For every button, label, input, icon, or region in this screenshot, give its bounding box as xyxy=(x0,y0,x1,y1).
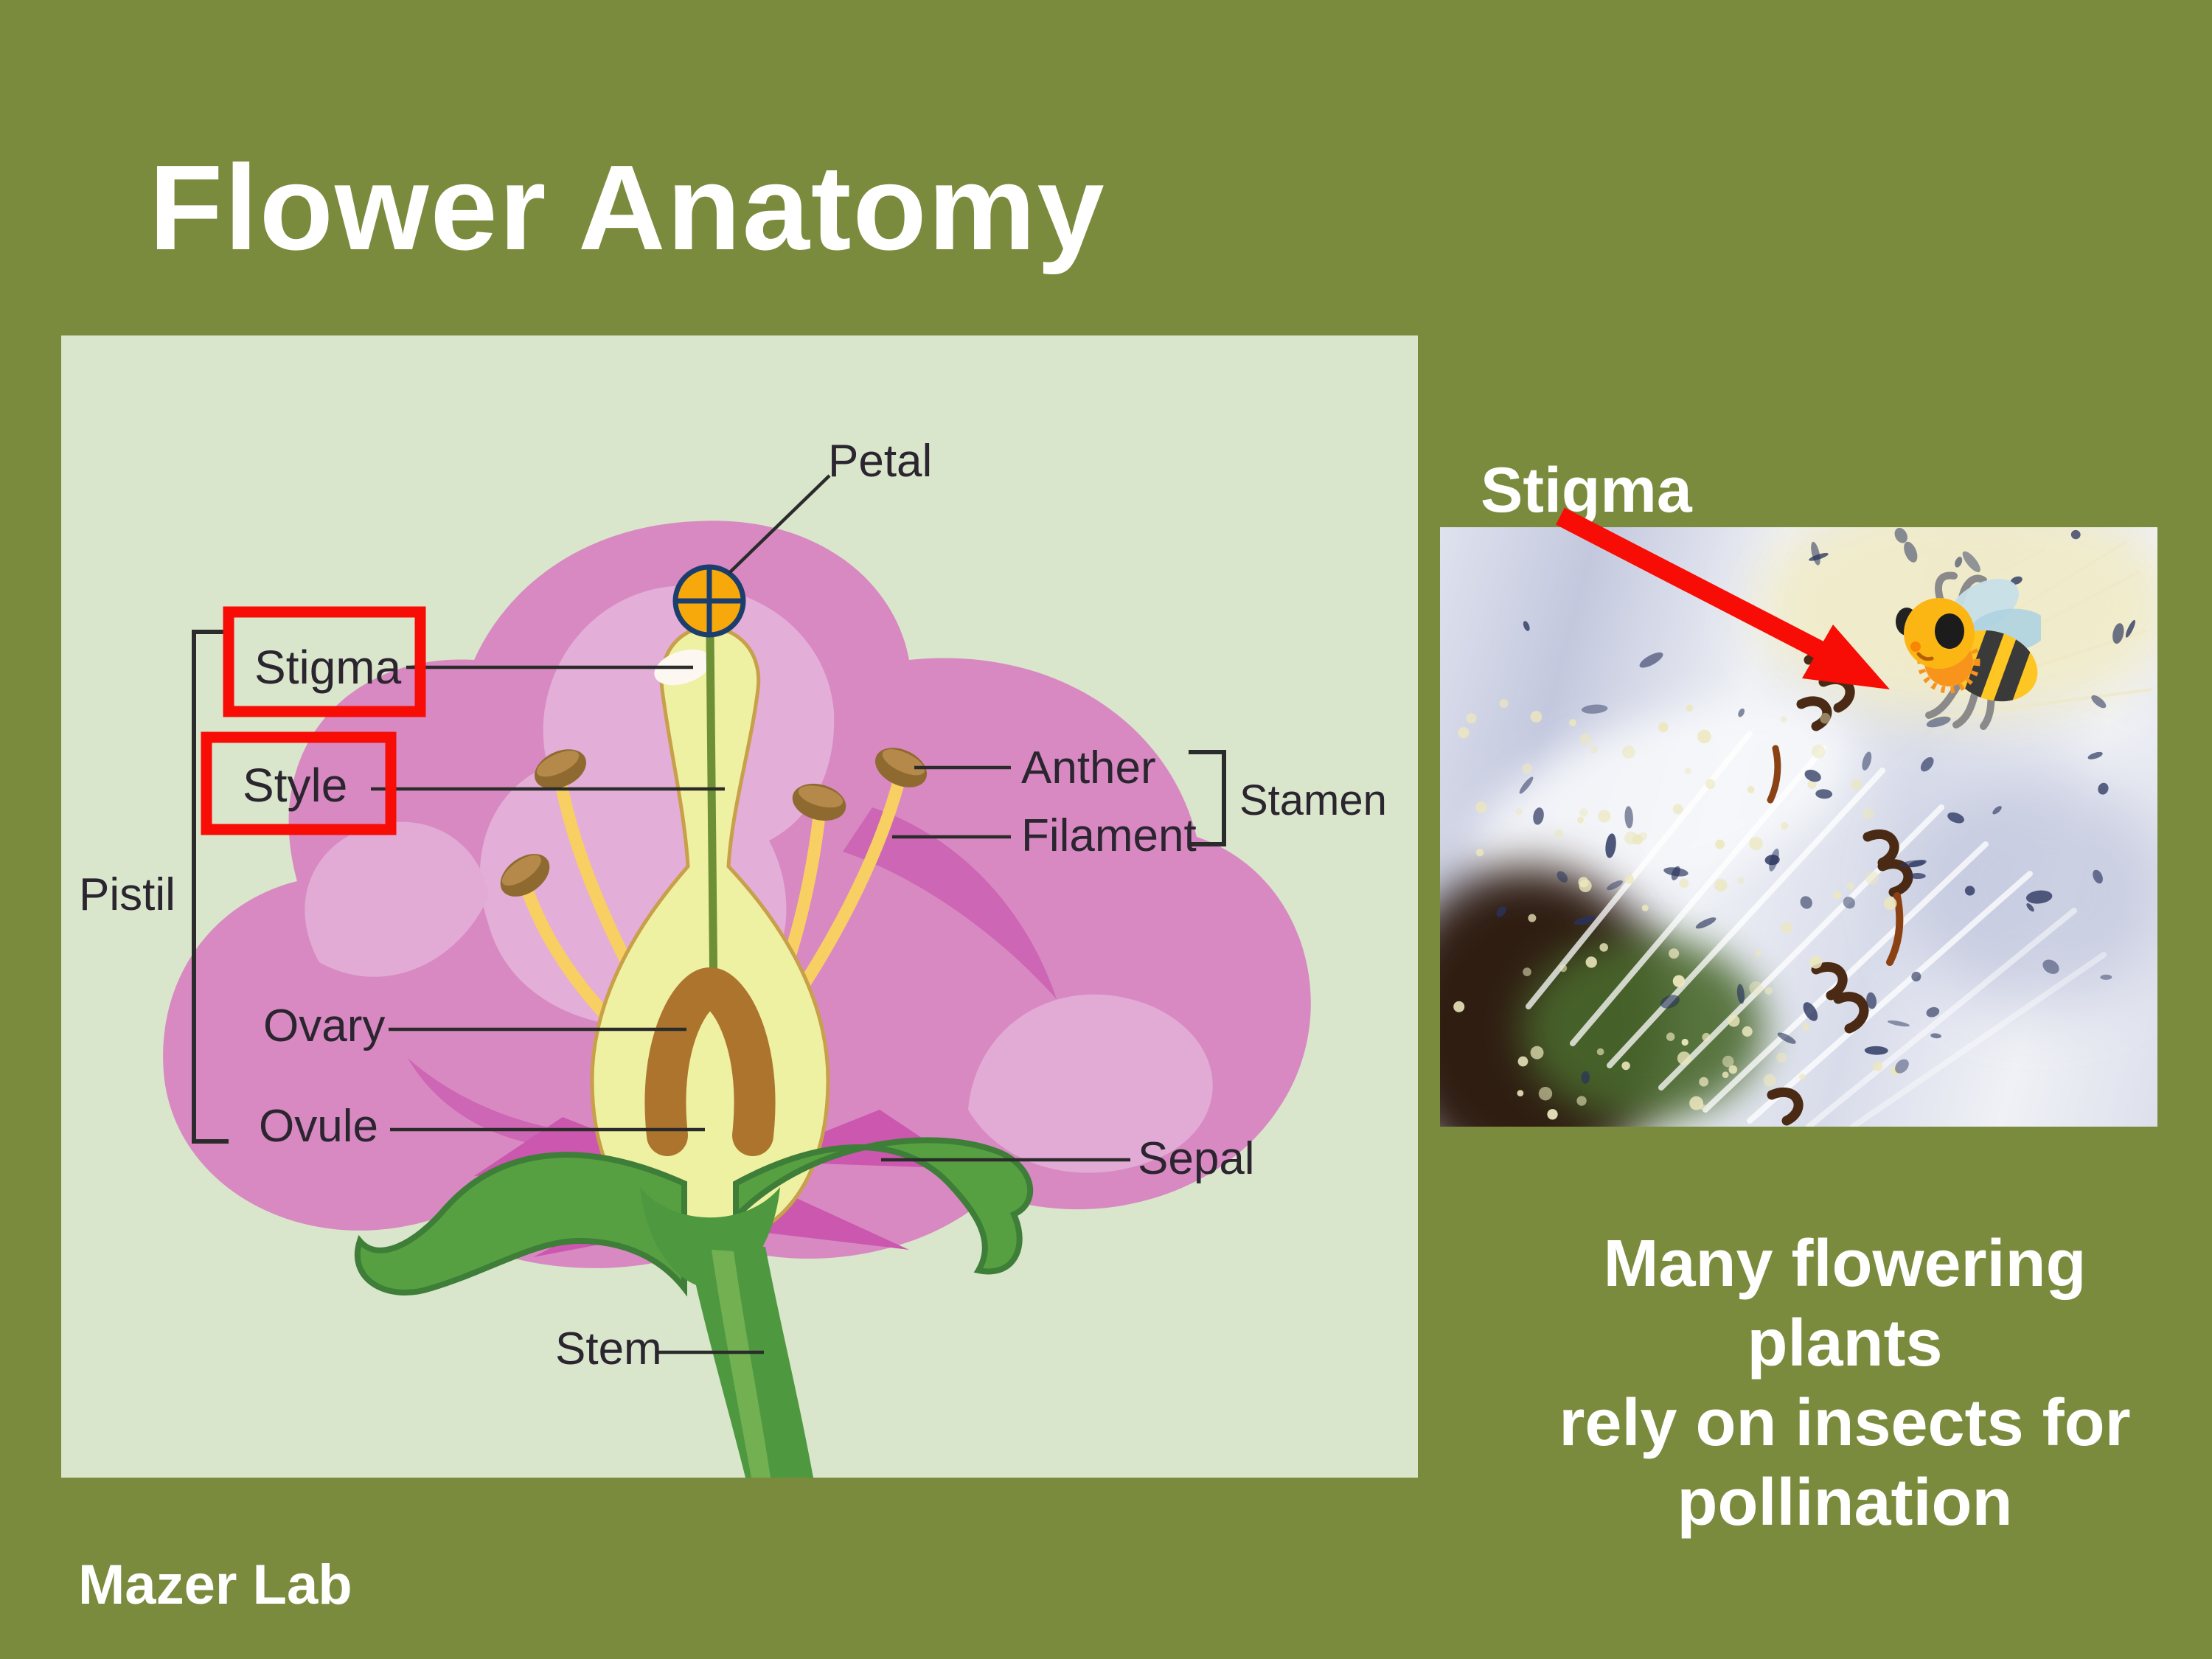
page-title: Flower Anatomy xyxy=(149,140,1106,275)
label-petal: Petal xyxy=(828,436,933,487)
style-highlight-box xyxy=(201,731,397,835)
label-stamen: Stamen xyxy=(1239,776,1387,824)
pollen-and-speckles xyxy=(1453,527,2135,1120)
stigma-photo xyxy=(1440,527,2157,1127)
petal-inner-light-right xyxy=(968,994,1213,1173)
label-sepal: Sepal xyxy=(1138,1133,1255,1184)
leader-lines xyxy=(371,474,1130,1354)
label-pistil: Pistil xyxy=(79,869,175,920)
label-anther: Anther xyxy=(1021,742,1156,793)
flower-diagram-panel: Petal Stigma Style Pistil Ovary Ovule An… xyxy=(61,335,1418,1478)
label-stigma: Stigma xyxy=(254,641,402,694)
photo-stigma-label: Stigma xyxy=(1481,455,1692,526)
stigma-arrow-icon xyxy=(1556,507,1890,689)
caption-text: Many flowering plants rely on insects fo… xyxy=(1513,1224,2177,1543)
petal-shade-right xyxy=(843,807,1057,999)
stigma-highlight-box xyxy=(223,606,426,717)
sepal-right-shape xyxy=(733,1137,1034,1275)
sepal-left-shape xyxy=(354,1152,687,1297)
style-center-line xyxy=(706,633,718,1004)
photo-shadow-region xyxy=(1905,771,2157,1006)
flower-diagram-illustration xyxy=(163,474,1311,1478)
petal-marker-icon xyxy=(672,564,746,638)
caption-line-2: rely on insects for xyxy=(1559,1386,2131,1460)
anther-shapes xyxy=(500,748,928,897)
label-ovary: Ovary xyxy=(263,1001,386,1051)
petal-line xyxy=(728,474,831,574)
bee-icon xyxy=(1896,571,2041,730)
caption-line-1: Many flowering plants xyxy=(1603,1227,2087,1380)
label-style: Style xyxy=(243,759,348,812)
label-ovule: Ovule xyxy=(259,1101,378,1152)
caption-line-3: pollination xyxy=(1677,1466,2013,1540)
label-filament: Filament xyxy=(1021,810,1197,861)
petal-inner-light-left xyxy=(305,821,489,977)
lab-credit: Mazer Lab xyxy=(78,1554,352,1616)
label-stem: Stem xyxy=(555,1324,662,1374)
stem-highlight xyxy=(712,1250,771,1478)
stamen-bracket xyxy=(1189,750,1226,846)
pistil-bracket xyxy=(192,630,229,1144)
ovule-shape xyxy=(644,967,776,1156)
